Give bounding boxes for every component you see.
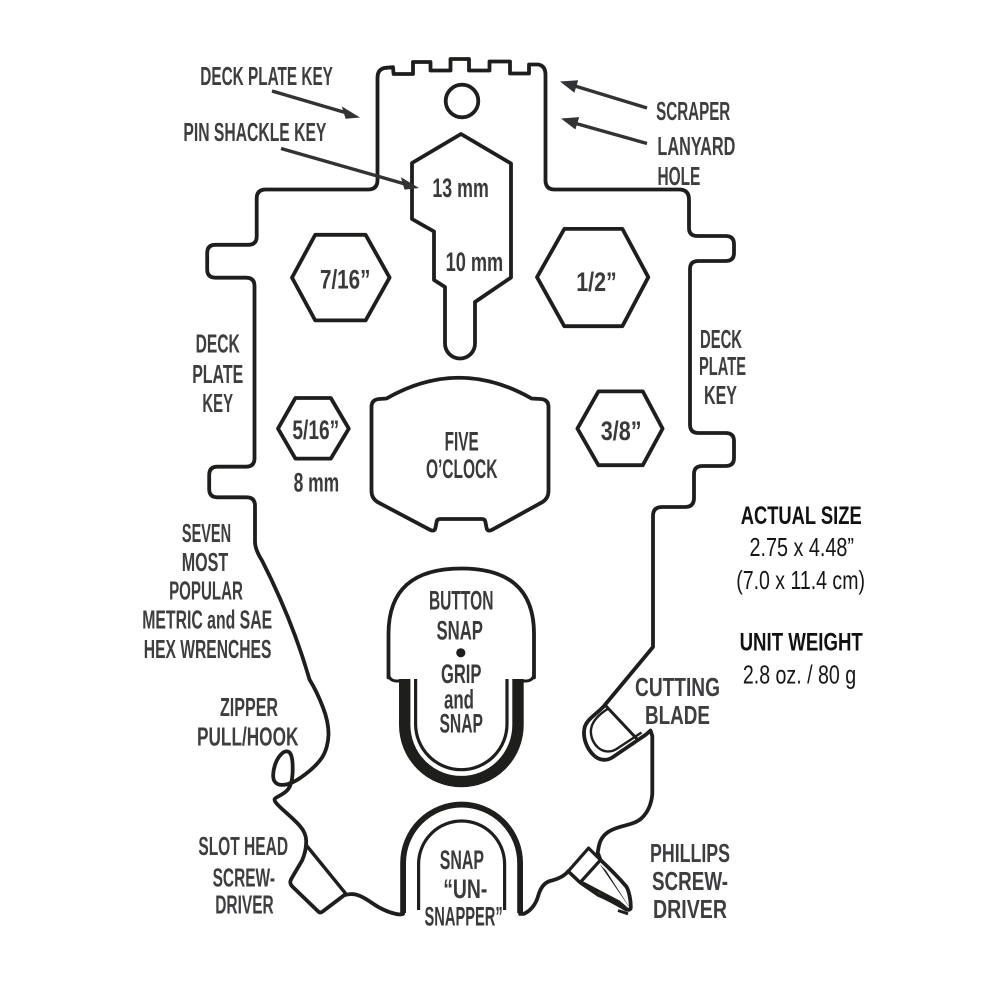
svg-text:O’CLOCK: O’CLOCK [426,454,498,484]
svg-text:SCRAPER: SCRAPER [656,96,730,126]
svg-text:CUTTING: CUTTING [635,672,720,702]
svg-text:“UN-: “UN- [443,874,487,904]
svg-text:MOST: MOST [182,547,229,577]
svg-text:LANYARD: LANYARD [657,131,735,161]
svg-text:SNAPPER”: SNAPPER” [425,901,503,931]
svg-text:SNAP: SNAP [439,709,483,739]
svg-text:SEVEN: SEVEN [182,518,231,548]
svg-text:PHILLIPS: PHILLIPS [650,838,730,868]
svg-text:2.8 oz. / 80 g: 2.8 oz. / 80 g [743,660,856,690]
svg-text:10 mm: 10 mm [446,247,504,277]
svg-text:PLATE: PLATE [192,359,243,389]
svg-text:7/16”: 7/16” [320,264,370,294]
svg-text:UNIT WEIGHT: UNIT WEIGHT [740,629,863,657]
svg-text:SCREW-: SCREW- [213,862,275,892]
svg-text:1/2”: 1/2” [576,267,617,297]
svg-text:SNAP: SNAP [440,845,484,875]
svg-text:KEY: KEY [202,388,233,418]
svg-text:SNAP: SNAP [436,616,483,646]
svg-text:PLATE: PLATE [699,351,746,381]
svg-text:13 mm: 13 mm [432,173,488,203]
svg-text:FIVE: FIVE [445,426,479,456]
svg-text:DECK: DECK [700,324,742,354]
svg-text:BUTTON: BUTTON [429,586,494,616]
svg-text:ACTUAL SIZE: ACTUAL SIZE [741,502,862,530]
svg-text:DECK PLATE KEY: DECK PLATE KEY [200,61,333,91]
svg-text:PULL/HOOK: PULL/HOOK [197,721,299,751]
svg-text:HOLE: HOLE [657,161,700,191]
svg-text:SCREW-: SCREW- [652,866,728,896]
svg-text:ZIPPER: ZIPPER [220,692,278,722]
svg-text:PIN SHACKLE KEY: PIN SHACKLE KEY [183,117,326,147]
svg-text:DECK: DECK [196,329,240,359]
svg-text:METRIC and SAE: METRIC and SAE [142,605,272,635]
svg-text:HEX WRENCHES: HEX WRENCHES [144,634,272,664]
svg-text:DRIVER: DRIVER [653,894,727,924]
svg-text:2.75 x 4.48”: 2.75 x 4.48” [749,532,854,562]
svg-text:GRIP: GRIP [441,659,482,689]
svg-text:KEY: KEY [704,380,737,410]
svg-text:DRIVER: DRIVER [215,890,274,920]
svg-text:8 mm: 8 mm [294,468,340,498]
svg-text:BLADE: BLADE [645,700,710,730]
svg-text:and: and [444,685,474,715]
svg-text:3/8”: 3/8” [601,416,642,446]
svg-text:5/16”: 5/16” [292,415,339,445]
svg-text:(7.0 x 11.4 cm): (7.0 x 11.4 cm) [736,565,865,595]
svg-text:POPULAR: POPULAR [169,576,243,606]
svg-text:SLOT HEAD: SLOT HEAD [198,831,288,861]
